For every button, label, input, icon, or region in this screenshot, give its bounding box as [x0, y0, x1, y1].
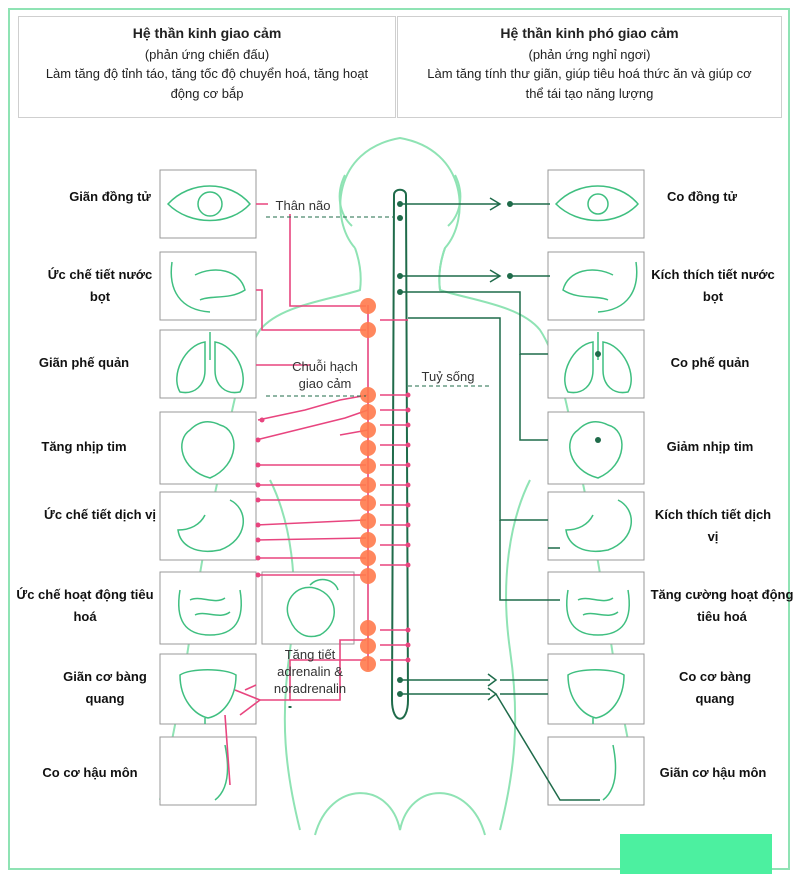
- sympathetic-description: Làm tăng độ tỉnh táo, tăng tốc độ chuyển…: [45, 66, 369, 101]
- sym-effect-5: Ức chế hoạt động tiêu hoá: [16, 587, 154, 624]
- label-leaders: [266, 216, 490, 397]
- sym-effect-6: Giãn cơ bàng quang: [63, 669, 147, 706]
- sympathetic-header: Hệ thần kinh giao cảm (phản ứng chiến đấ…: [18, 16, 396, 118]
- parasympathetic-header: Hệ thần kinh phó giao cảm (phản ứng nghỉ…: [397, 16, 782, 118]
- parasympathetic-description: Làm tăng tính thư giãn, giúp tiêu hoá th…: [427, 66, 752, 101]
- sym-effect-0: Giãn đồng tử: [69, 189, 151, 204]
- brainstem-label: Thân não: [268, 197, 338, 214]
- right-organ-boxes: [547, 169, 645, 806]
- parasympathetic-title: Hệ thần kinh phó giao cảm: [500, 25, 679, 41]
- parasympathetic-subtitle: (phản ứng nghỉ ngơi): [528, 47, 651, 62]
- parasympathetic-nodes: [397, 201, 601, 697]
- sym-effect-4: Ức chế tiết dịch vị: [44, 507, 156, 522]
- sym-effect-3: Tăng nhịp tim: [41, 439, 127, 454]
- parasympathetic-pathways: [400, 197, 600, 801]
- para-effect-4: Kích thích tiết dịch vị: [654, 507, 772, 544]
- spinal-cord-label: Tuỷ sống: [421, 369, 475, 384]
- left-organ-boxes: [159, 169, 355, 806]
- adrenal-label: Tăng tiết adrenalin & noradrenalin: [273, 647, 347, 696]
- para-effect-1: Kích thích tiết nước bọt: [651, 267, 775, 304]
- para-effect-2: Co phế quản: [670, 355, 750, 370]
- sympathetic-title: Hệ thần kinh giao cảm: [132, 25, 282, 41]
- para-effect-7: Giãn cơ hậu môn: [659, 765, 767, 780]
- para-effect-5: Tăng cường hoạt động tiêu hoá: [650, 587, 794, 624]
- sym-effect-7: Co cơ hậu môn: [42, 765, 138, 780]
- diagram-frame: [8, 8, 790, 870]
- sympathetic-ganglia: [360, 298, 376, 672]
- sym-effect-1: Ức chế tiết nước bọt: [47, 267, 153, 304]
- sym-effect-2: Giãn phế quản: [38, 355, 130, 370]
- accent-bar: [620, 834, 772, 874]
- spinal-cord: [390, 188, 410, 720]
- para-effect-6: Co cơ bàng quang: [678, 669, 752, 706]
- para-effect-3: Giảm nhịp tim: [666, 439, 754, 454]
- para-effect-0: Co đồng tử: [666, 189, 738, 204]
- sympathetic-endpoints: [255, 392, 411, 663]
- ganglion-chain-label: Chuỗi hạch giao cảm: [292, 359, 358, 391]
- sympathetic-subtitle: (phản ứng chiến đấu): [144, 47, 270, 62]
